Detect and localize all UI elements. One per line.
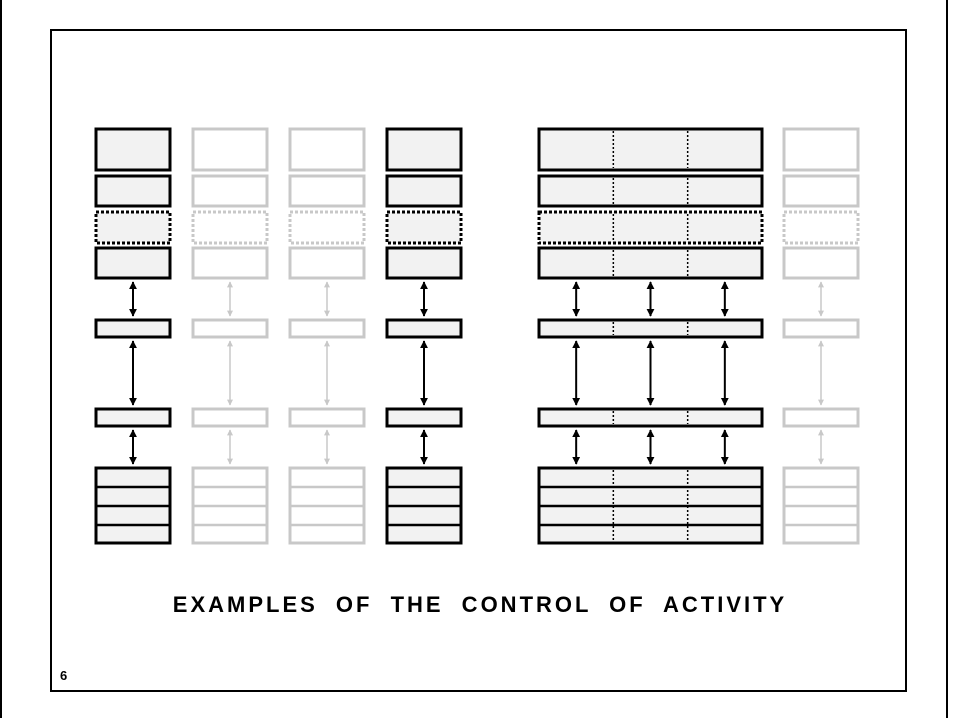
column-2-upper-box-2 [191,174,269,208]
column-3-upper-box-3 [288,246,366,280]
column-1-bar-upper [94,318,172,339]
column-5-dotted-box [537,210,764,245]
column-4-bar-lower [385,407,463,428]
column-6-upper-box-2 [782,174,860,208]
column-5-upper-box-2 [537,174,764,208]
column-5-bar-upper [537,318,764,339]
slide-frame [50,29,907,692]
column-1-upper-box-1 [94,127,172,172]
column-5-upper-box-3 [537,246,764,280]
column-1-upper-box-3 [94,246,172,280]
column-2-dotted-box [191,210,269,245]
column-2-bar-lower [191,407,269,428]
column-3-bar-upper [288,318,366,339]
column-1-dotted-box [94,210,172,245]
column-6-bar-lower [782,407,860,428]
column-5-bar-lower [537,407,764,428]
column-3-bar-lower [288,407,366,428]
column-3-dotted-box [288,210,366,245]
column-5-upper-box-1 [537,127,764,172]
column-1-upper-box-2 [94,174,172,208]
column-3-upper-box-1 [288,127,366,172]
column-6-dotted-box [782,210,860,245]
column-4-upper-box-2 [385,174,463,208]
column-1-bar-lower [94,407,172,428]
column-4-bar-upper [385,318,463,339]
column-6-upper-box-1 [782,127,860,172]
column-2-upper-box-3 [191,246,269,280]
column-4-dotted-box [385,210,463,245]
page-number: 6 [60,668,68,683]
column-6-bar-upper [782,318,860,339]
column-4-upper-box-3 [385,246,463,280]
column-2-upper-box-1 [191,127,269,172]
column-3-upper-box-2 [288,174,366,208]
column-2-bar-upper [191,318,269,339]
slide-caption: EXAMPLES OF THE CONTROL OF ACTIVITY [172,592,788,617]
column-6-upper-box-3 [782,246,860,280]
column-4-upper-box-1 [385,127,463,172]
